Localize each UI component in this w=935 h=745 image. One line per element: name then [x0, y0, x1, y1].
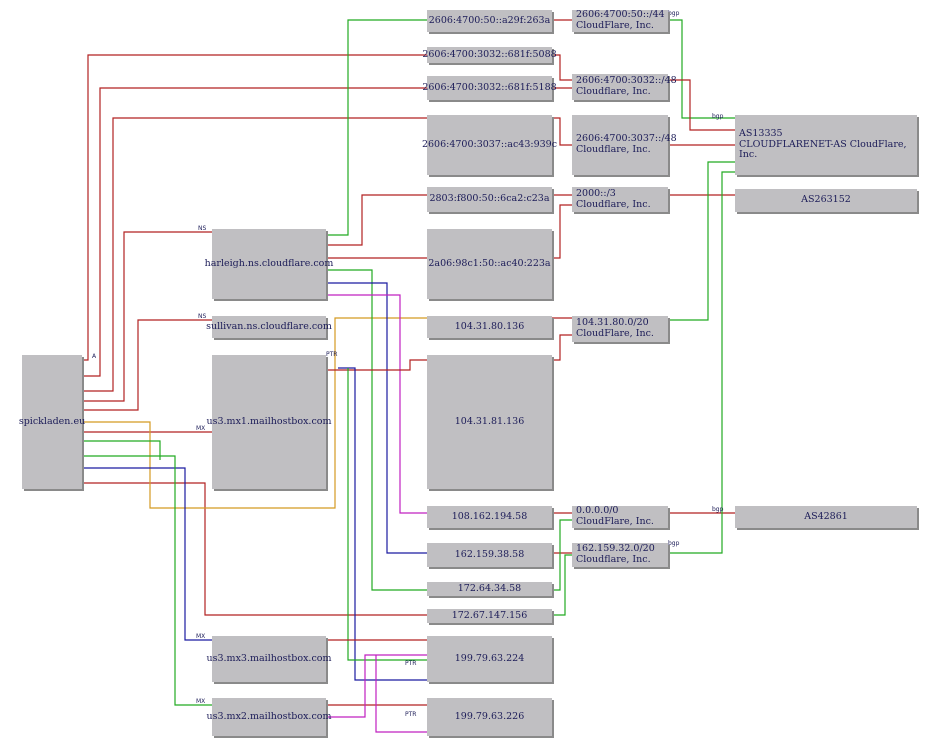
edge-label-ns: NS [198, 225, 206, 232]
ip-node[interactable]: 104.31.81.136 [427, 355, 552, 489]
as-node[interactable]: AS263152 [735, 189, 917, 212]
prefix-node[interactable]: 2000::/3 Cloudflare, Inc. [572, 187, 668, 212]
edge-bgp [552, 334, 572, 361]
ip-node[interactable]: 162.159.38.58 [427, 543, 552, 567]
edge-bgp [552, 54, 572, 81]
edge-label-bgp: bgp [668, 540, 680, 547]
edge-bgp [552, 519, 572, 591]
edge-a [82, 117, 427, 392]
edge-ptr [326, 654, 427, 718]
ip-node[interactable]: 199.79.63.224 [427, 636, 552, 682]
as-node[interactable]: AS42861 [735, 506, 917, 528]
edge-label-ptr: PTR [405, 711, 416, 718]
edge-label-ptr: PTR [405, 660, 416, 667]
ip-node[interactable]: 2606:4700:3032::681f:5188 [422, 76, 557, 100]
prefix-node[interactable]: 2606:4700:3037::/48 Cloudflare, Inc. [572, 115, 677, 175]
prefix-node[interactable]: 2606:4700:3032::/48 Cloudflare, Inc. [572, 74, 677, 100]
edge-a [326, 19, 427, 236]
edge-ns [82, 231, 212, 402]
edge-mx [82, 455, 212, 706]
edge-ptr [375, 655, 427, 733]
edge-label-bgp: bgp [668, 10, 680, 17]
edge-a [326, 294, 427, 514]
ip-node[interactable]: 2a06:98c1:50::ac40:223a [427, 229, 552, 299]
edge-a [82, 482, 427, 616]
edge-label-mx: MX [196, 698, 205, 705]
edge-a [82, 317, 427, 509]
edge-mx [82, 467, 212, 641]
edge-a [326, 269, 427, 591]
nameserver-node[interactable]: sullivan.ns.cloudflare.com [206, 316, 332, 338]
ip-node[interactable]: 172.64.34.58 [427, 582, 552, 596]
ip-node[interactable]: 2606:4700:50::a29f:263a [427, 10, 552, 32]
edge-label-ns: NS [198, 313, 206, 320]
edge-bgp [668, 19, 735, 119]
edge-bgp [552, 117, 572, 146]
ip-node[interactable]: 199.79.63.226 [427, 698, 552, 736]
ip-node[interactable]: 172.67.147.156 [427, 609, 552, 623]
edge-bgp [668, 161, 735, 321]
mailserver-node[interactable]: us3.mx2.mailhostbox.com [207, 698, 332, 736]
nameserver-node[interactable]: harleigh.ns.cloudflare.com [205, 229, 333, 299]
edge-a [338, 367, 427, 681]
prefix-node[interactable]: 2606:4700:50::/44 CloudFlare, Inc. [572, 9, 668, 32]
edge-a [326, 194, 427, 246]
edge-a [82, 87, 427, 377]
edge-a [326, 282, 427, 554]
ip-node[interactable]: 108.162.194.58 [427, 506, 552, 528]
edge-bgp [668, 79, 735, 131]
mailserver-node[interactable]: us3.mx3.mailhostbox.com [207, 636, 332, 682]
edge-a [82, 440, 161, 460]
as-node[interactable]: AS13335 CLOUDFLARENET-AS CloudFlare, Inc… [735, 115, 917, 175]
ip-node[interactable]: 2606:4700:3032::681f:5088 [422, 47, 557, 63]
ip-node[interactable]: 2606:4700:3037::ac43:939c [422, 115, 557, 175]
prefix-node[interactable]: 104.31.80.0/20 CloudFlare, Inc. [572, 316, 668, 342]
edge-a [326, 359, 427, 371]
edge-bgp [552, 204, 572, 259]
ip-node[interactable]: 104.31.80.136 [427, 316, 552, 338]
edge-label-bgp: bgp [712, 506, 724, 513]
ip-node[interactable]: 2803:f800:50::6ca2:c23a [427, 187, 552, 212]
edge-label-bgp: bgp [712, 113, 724, 120]
prefix-node[interactable]: 0.0.0.0/0 CloudFlare, Inc. [572, 505, 668, 528]
prefix-node[interactable]: 162.159.32.0/20 Cloudflare, Inc. [572, 543, 668, 567]
domain-node[interactable]: spickladen.eu [19, 355, 85, 489]
edge-ptr [347, 368, 427, 661]
edge-label-a: A [92, 353, 97, 360]
edge-a [82, 54, 427, 361]
edge-bgp [668, 171, 735, 554]
edge-label-ptr: PTR [326, 351, 337, 358]
edge-label-mx: MX [196, 633, 205, 640]
mailserver-node[interactable]: us3.mx1.mailhostbox.com [207, 355, 332, 489]
edge-label-mx: MX [196, 425, 205, 432]
edge-ns [82, 319, 212, 411]
edge-bgp [552, 554, 572, 616]
